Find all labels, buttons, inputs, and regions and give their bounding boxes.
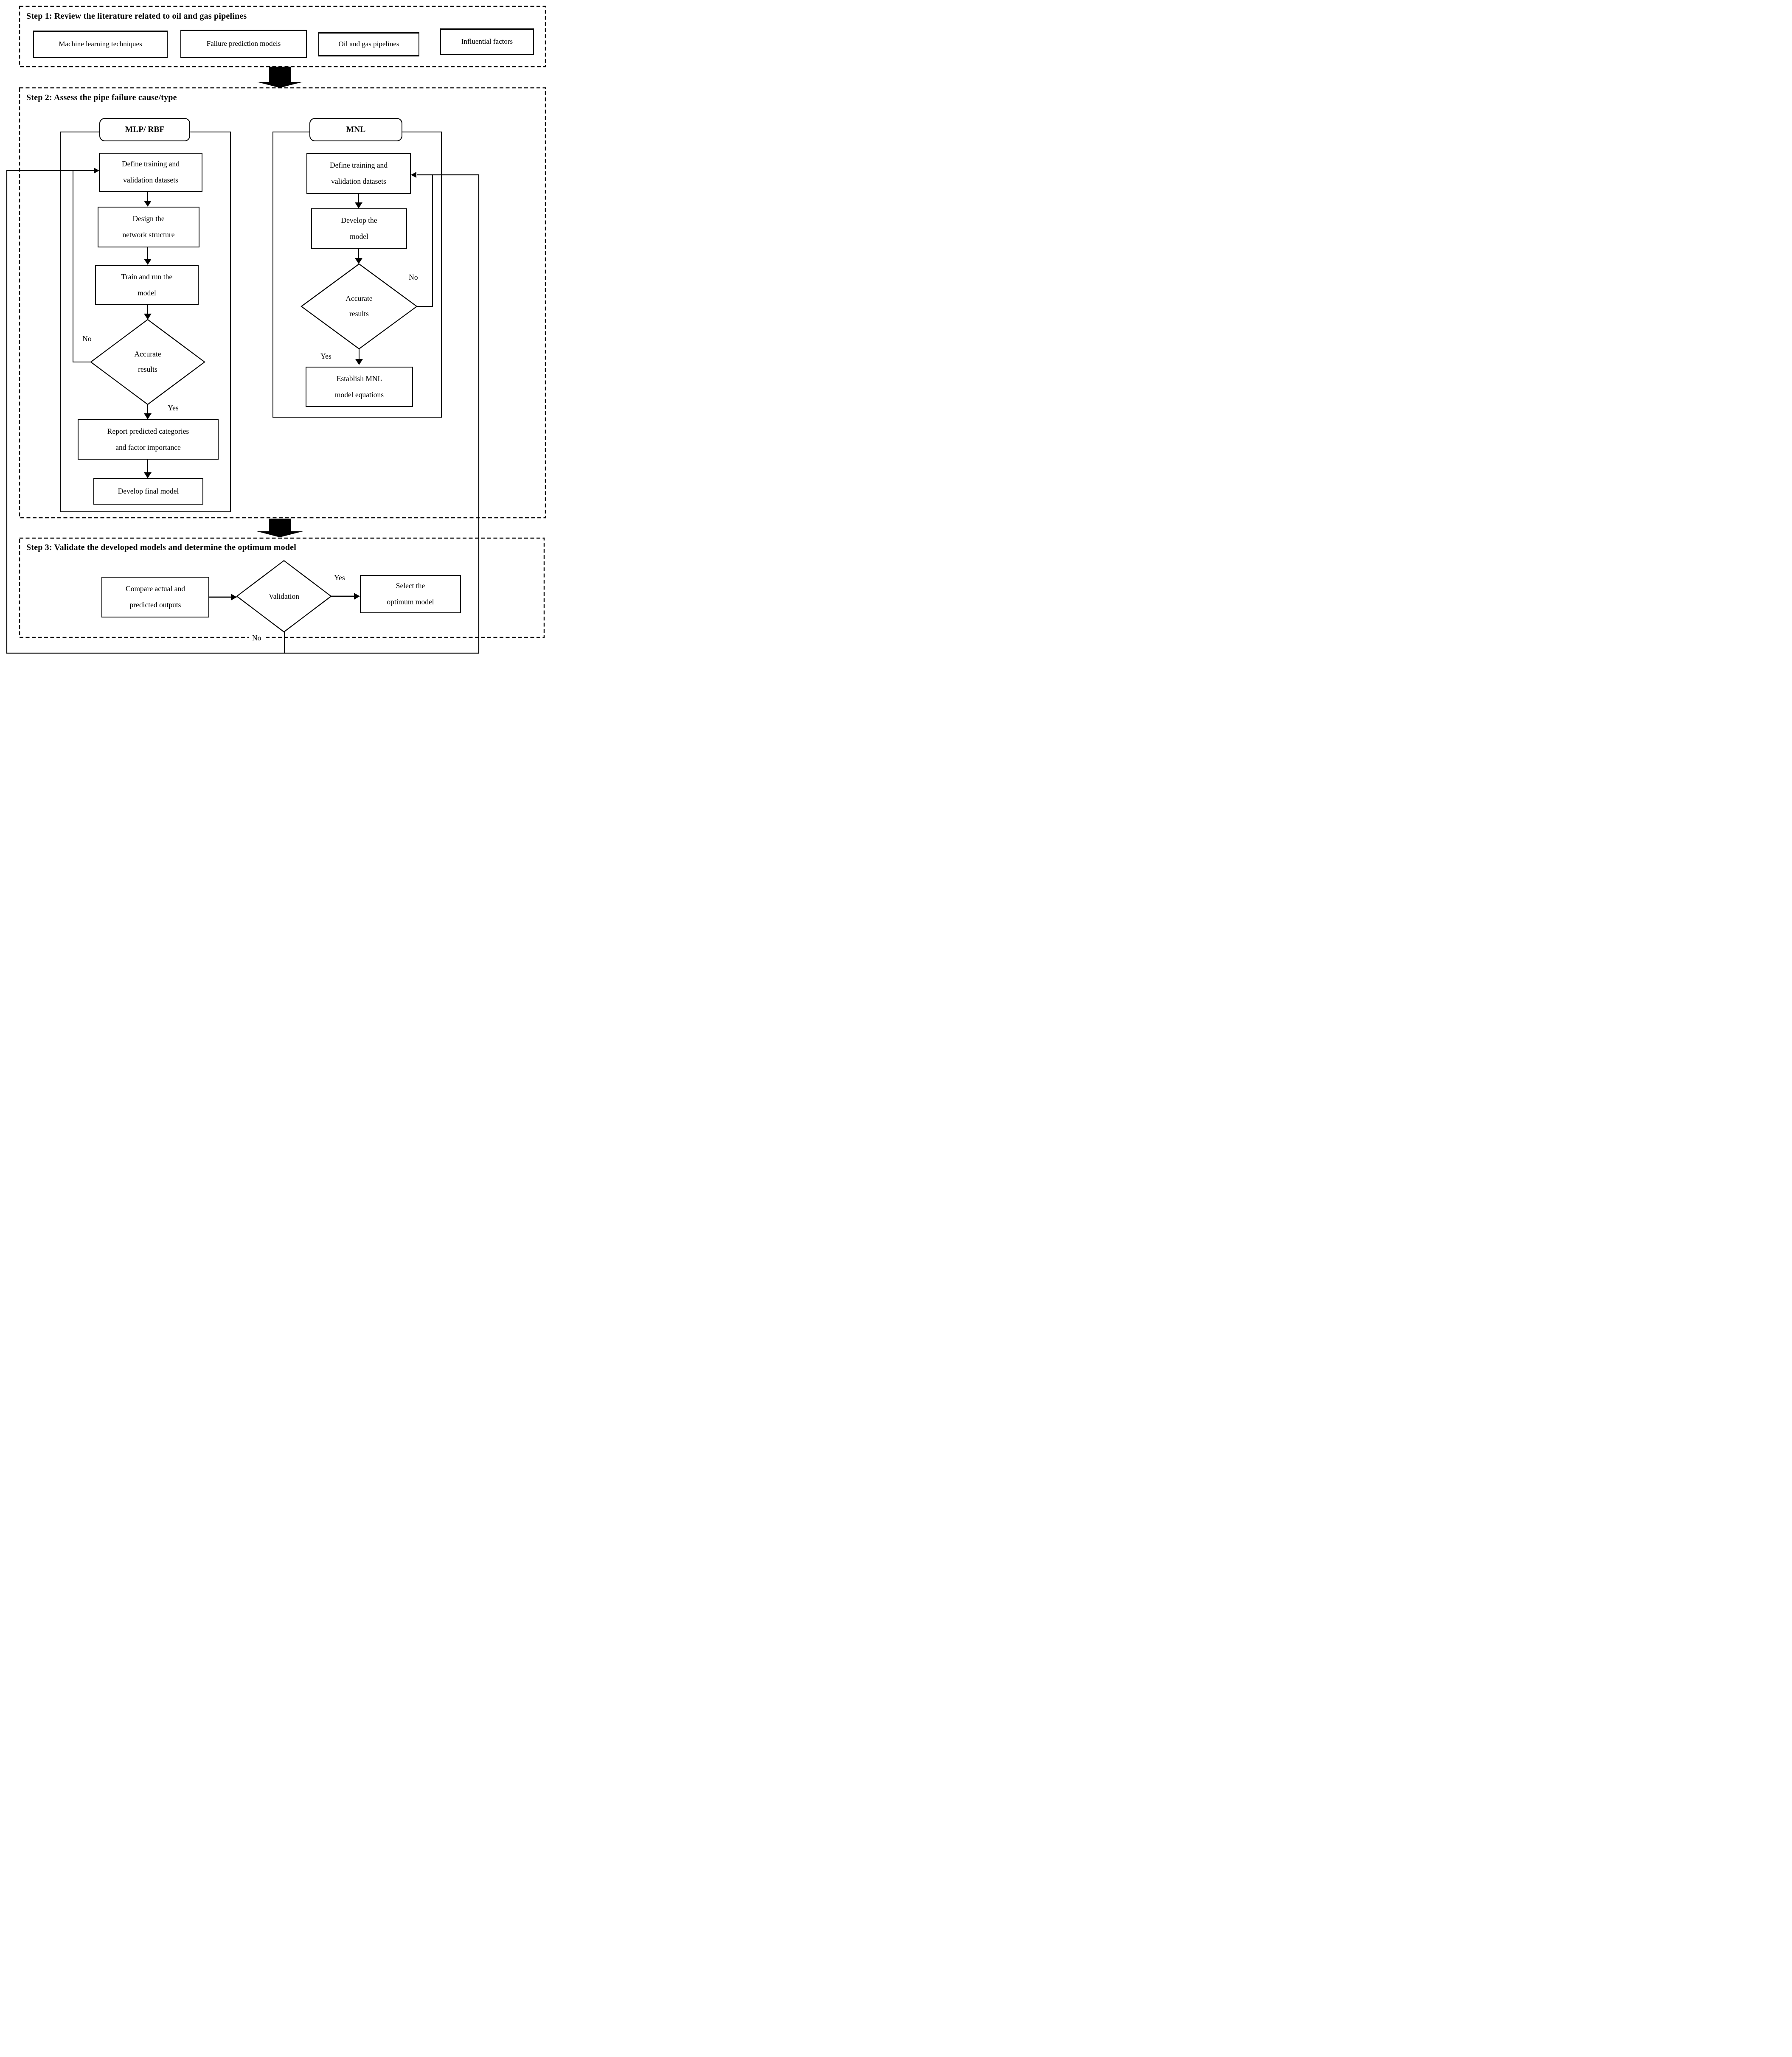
compare-to-validation-arrowhead <box>231 594 237 601</box>
feedback-right-arrowhead <box>411 172 416 178</box>
mnl-develop-model-box: Develop the model <box>311 208 407 249</box>
step2-to-step3-arrow <box>257 519 303 537</box>
mlp-define-datasets-box: Define training and validation datasets <box>99 153 202 192</box>
feedback-right-line <box>417 174 480 653</box>
mnl-decision-diamond <box>301 263 418 350</box>
mlp-final-model-box: Develop final model <box>93 478 203 505</box>
mlp-rbf-header: MLP/ RBF <box>99 118 190 141</box>
compare-outputs-box: Compare actual and predicted outputs <box>101 577 209 617</box>
select-optimum-box: Select the optimum model <box>360 575 461 613</box>
mnl-define-datasets-box: Define training and validation datasets <box>306 153 411 194</box>
step2-dashed-border <box>19 87 546 519</box>
mlp-no-loop-line <box>73 171 91 362</box>
step1-to-step2-arrow <box>257 67 303 88</box>
mnl-establish-box: Establish MNL model equations <box>306 367 413 407</box>
mnl-no-label: No <box>409 273 418 281</box>
mlp-train-to-decision-arrowhead <box>144 314 152 320</box>
step1-box-failure-prediction: Failure prediction models <box>180 30 307 58</box>
validation-to-select-arrowhead <box>354 593 360 600</box>
mnl-no-loop-line <box>417 175 433 307</box>
step1-box-influential-factors: Influential factors <box>440 28 534 55</box>
validation-diamond <box>236 560 332 633</box>
mlp-design-to-train-arrowhead <box>144 259 152 265</box>
mnl-decision-to-establish-arrowhead <box>355 359 363 365</box>
step3-dashed-border <box>19 537 545 638</box>
mlp-yes-label: Yes <box>168 404 179 412</box>
feedback-left-arrowhead <box>94 168 99 174</box>
step1-box-machine-learning: Machine learning techniques <box>33 31 168 58</box>
mlp-design-network-box: Design the network structure <box>98 207 199 247</box>
mlp-report-box: Report predicted categories and factor i… <box>78 419 219 460</box>
mnl-yes-label: Yes <box>320 352 331 360</box>
flowchart-linework <box>6 6 546 654</box>
mlp-train-run-box: Train and run the model <box>95 265 199 305</box>
step1-title: Step 1: Review the literature related to… <box>26 11 247 21</box>
feedback-left-line <box>6 170 479 654</box>
flowchart-canvas: Step 1: Review the literature related to… <box>0 0 573 657</box>
step1-dashed-border <box>19 6 546 67</box>
step3-title: Step 3: Validate the developed models an… <box>26 543 297 552</box>
step1-box-oil-gas-pipelines: Oil and gas pipelines <box>318 32 419 56</box>
mlp-decision-diamond <box>90 319 205 405</box>
mnl-header: MNL <box>309 118 402 141</box>
mnl-develop-to-decision-arrowhead <box>355 258 362 264</box>
step2-title: Step 2: Assess the pipe failure cause/ty… <box>26 93 177 102</box>
mlp-report-to-final-arrowhead <box>144 472 152 478</box>
mnl-define-to-develop-arrowhead <box>355 202 362 208</box>
validation-yes-label: Yes <box>334 573 345 582</box>
validation-no-label: No <box>249 634 264 643</box>
mlp-no-label: No <box>82 334 92 343</box>
mlp-decision-to-report-arrowhead <box>144 413 152 419</box>
mlp-define-to-design-arrowhead <box>144 201 152 207</box>
